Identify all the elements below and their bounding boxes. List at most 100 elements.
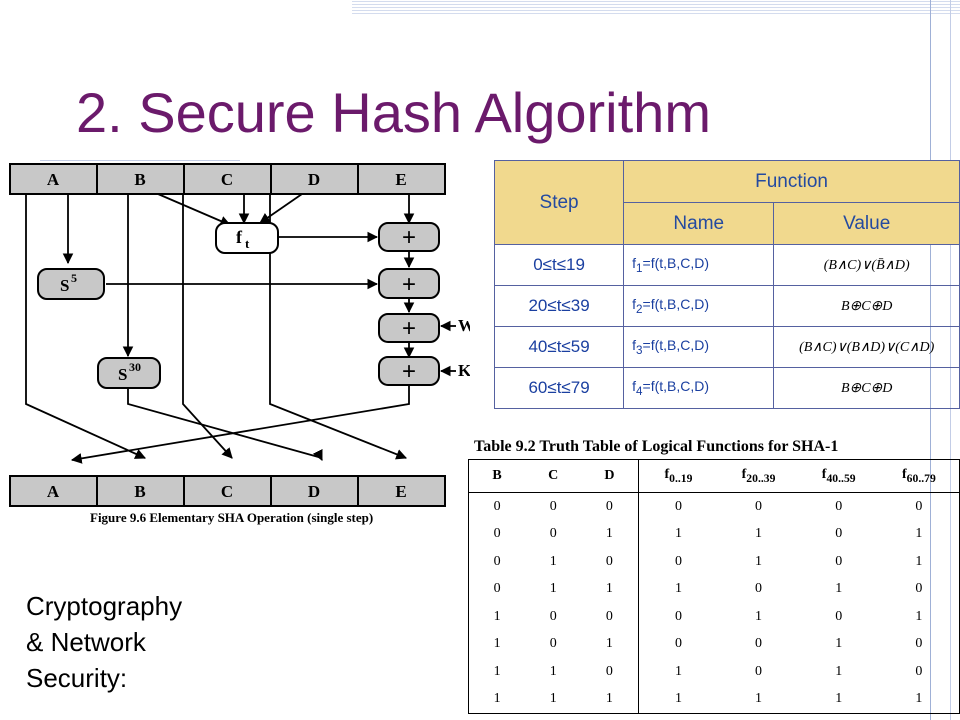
cell: 0 [581, 603, 639, 631]
cell: 1 [755, 526, 763, 542]
cell: 1 [468, 630, 526, 658]
cell: 0 [878, 575, 960, 603]
cell: 0 [674, 608, 682, 624]
cell: 0 [581, 548, 639, 576]
cell: 0 [835, 498, 843, 514]
name-cell: f1=f(t,B,C,D) [623, 244, 775, 286]
cell: 1 [835, 636, 843, 652]
cell: 1 [674, 581, 682, 597]
cell: 0 [755, 663, 763, 679]
plus-sign-4: + [402, 358, 416, 385]
cell: 1 [638, 685, 719, 714]
top-register-d: D [308, 170, 320, 189]
cell: 1 [549, 553, 557, 569]
cell: 1 [878, 603, 960, 631]
name-cell: f4=f(t,B,C,D) [623, 367, 775, 409]
top-register-b: B [134, 170, 145, 189]
sha-operation-diagram: A B C D E A B C D E [9, 163, 470, 507]
cell: 0 [755, 498, 763, 514]
top-decoration [352, 0, 960, 14]
cell: 0 [674, 553, 682, 569]
header-step: Step [493, 160, 625, 245]
s5-sup: 5 [71, 271, 77, 285]
cell: 1 [581, 685, 639, 714]
step-cell: 20≤t≤39 [493, 285, 625, 327]
plus-sign-2: + [402, 271, 416, 298]
s30-sup: 30 [129, 360, 141, 374]
col-b-header: B [468, 459, 526, 493]
name-cell: f2=f(t,B,C,D) [623, 285, 775, 327]
table-row: 20≤t≤39 f2=f(t,B,C,D) B⊕C⊕D [493, 285, 960, 327]
kt-label: K [458, 361, 470, 380]
plus-sign-3: + [402, 315, 416, 342]
book-reference-line-2: & Network [26, 627, 146, 657]
cell: 0 [835, 526, 843, 542]
col-f60-header: f60..79 [878, 459, 960, 493]
table-row: 0≤t≤19 f1=f(t,B,C,D) (B∧C)∨(B̄∧D) [493, 244, 960, 286]
cell: 1 [549, 581, 557, 597]
plus-sign-1: + [402, 224, 416, 251]
cell: 1 [674, 663, 682, 679]
book-reference-line-3: Security: [26, 663, 128, 693]
value-cell: (B∧C)∨(B̄∧D) [773, 244, 960, 286]
cell: 1 [878, 685, 960, 714]
cell: 0 [468, 492, 526, 521]
cell: 1 [581, 520, 639, 548]
col-d-header: D [581, 459, 639, 493]
cell: 1 [878, 548, 960, 576]
cell: 1 [878, 520, 960, 548]
step-cell: 40≤t≤59 [493, 326, 625, 368]
title-underline-decoration [40, 160, 240, 161]
top-register-e: E [395, 170, 406, 189]
cell: 0 [878, 630, 960, 658]
cell: 0 [581, 658, 639, 686]
cell: 1 [835, 581, 843, 597]
bottom-register-e: E [395, 482, 406, 501]
truth-table-title: Table 9.2 Truth Table of Logical Functio… [474, 438, 839, 455]
s30-rotate-box: S 30 [97, 357, 161, 389]
s30-label: S [118, 365, 127, 384]
adder-1: + [378, 222, 440, 252]
cell: 1 [755, 608, 763, 624]
cell: 0 [835, 553, 843, 569]
cell: 0 [835, 608, 843, 624]
value-cell: (B∧C)∨(B∧D)∨(C∧D) [773, 326, 960, 368]
bottom-register-row: A B C D E [9, 475, 446, 507]
cell: 0 [878, 658, 960, 686]
cell: 0 [549, 608, 557, 624]
ft-sub: t [245, 236, 250, 251]
cell: 1 [581, 575, 639, 603]
figure-caption: Figure 9.6 Elementary SHA Operation (sin… [90, 510, 374, 525]
cell: 1 [674, 526, 682, 542]
cell: 1 [525, 685, 582, 714]
book-reference-line-1: Cryptography [26, 591, 183, 621]
sha-function-table: Step Function Name Value 0≤t≤19 f1=f(t,B… [493, 160, 960, 409]
adder-4: + [378, 356, 440, 386]
value-cell: B⊕C⊕D [773, 285, 960, 327]
cell: 0 [549, 498, 557, 514]
cell: 0 [549, 636, 557, 652]
cell: 0 [468, 575, 526, 603]
ft-function-box: f t [215, 222, 279, 254]
col-c-header: C [525, 459, 582, 493]
step-cell: 60≤t≤79 [493, 367, 625, 409]
cell: 0 [878, 492, 960, 521]
cell: 1 [549, 663, 557, 679]
step-cell: 0≤t≤19 [493, 244, 625, 286]
col-f40-header: f40..59 [798, 459, 879, 493]
cell: 0 [549, 526, 557, 542]
cell: 0 [674, 498, 682, 514]
cell: 1 [468, 685, 526, 714]
cell: 1 [718, 685, 799, 714]
col-f20-header: f20..39 [718, 459, 799, 493]
col-f0-header: f0..19 [638, 459, 719, 493]
ft-label: f [236, 227, 243, 247]
